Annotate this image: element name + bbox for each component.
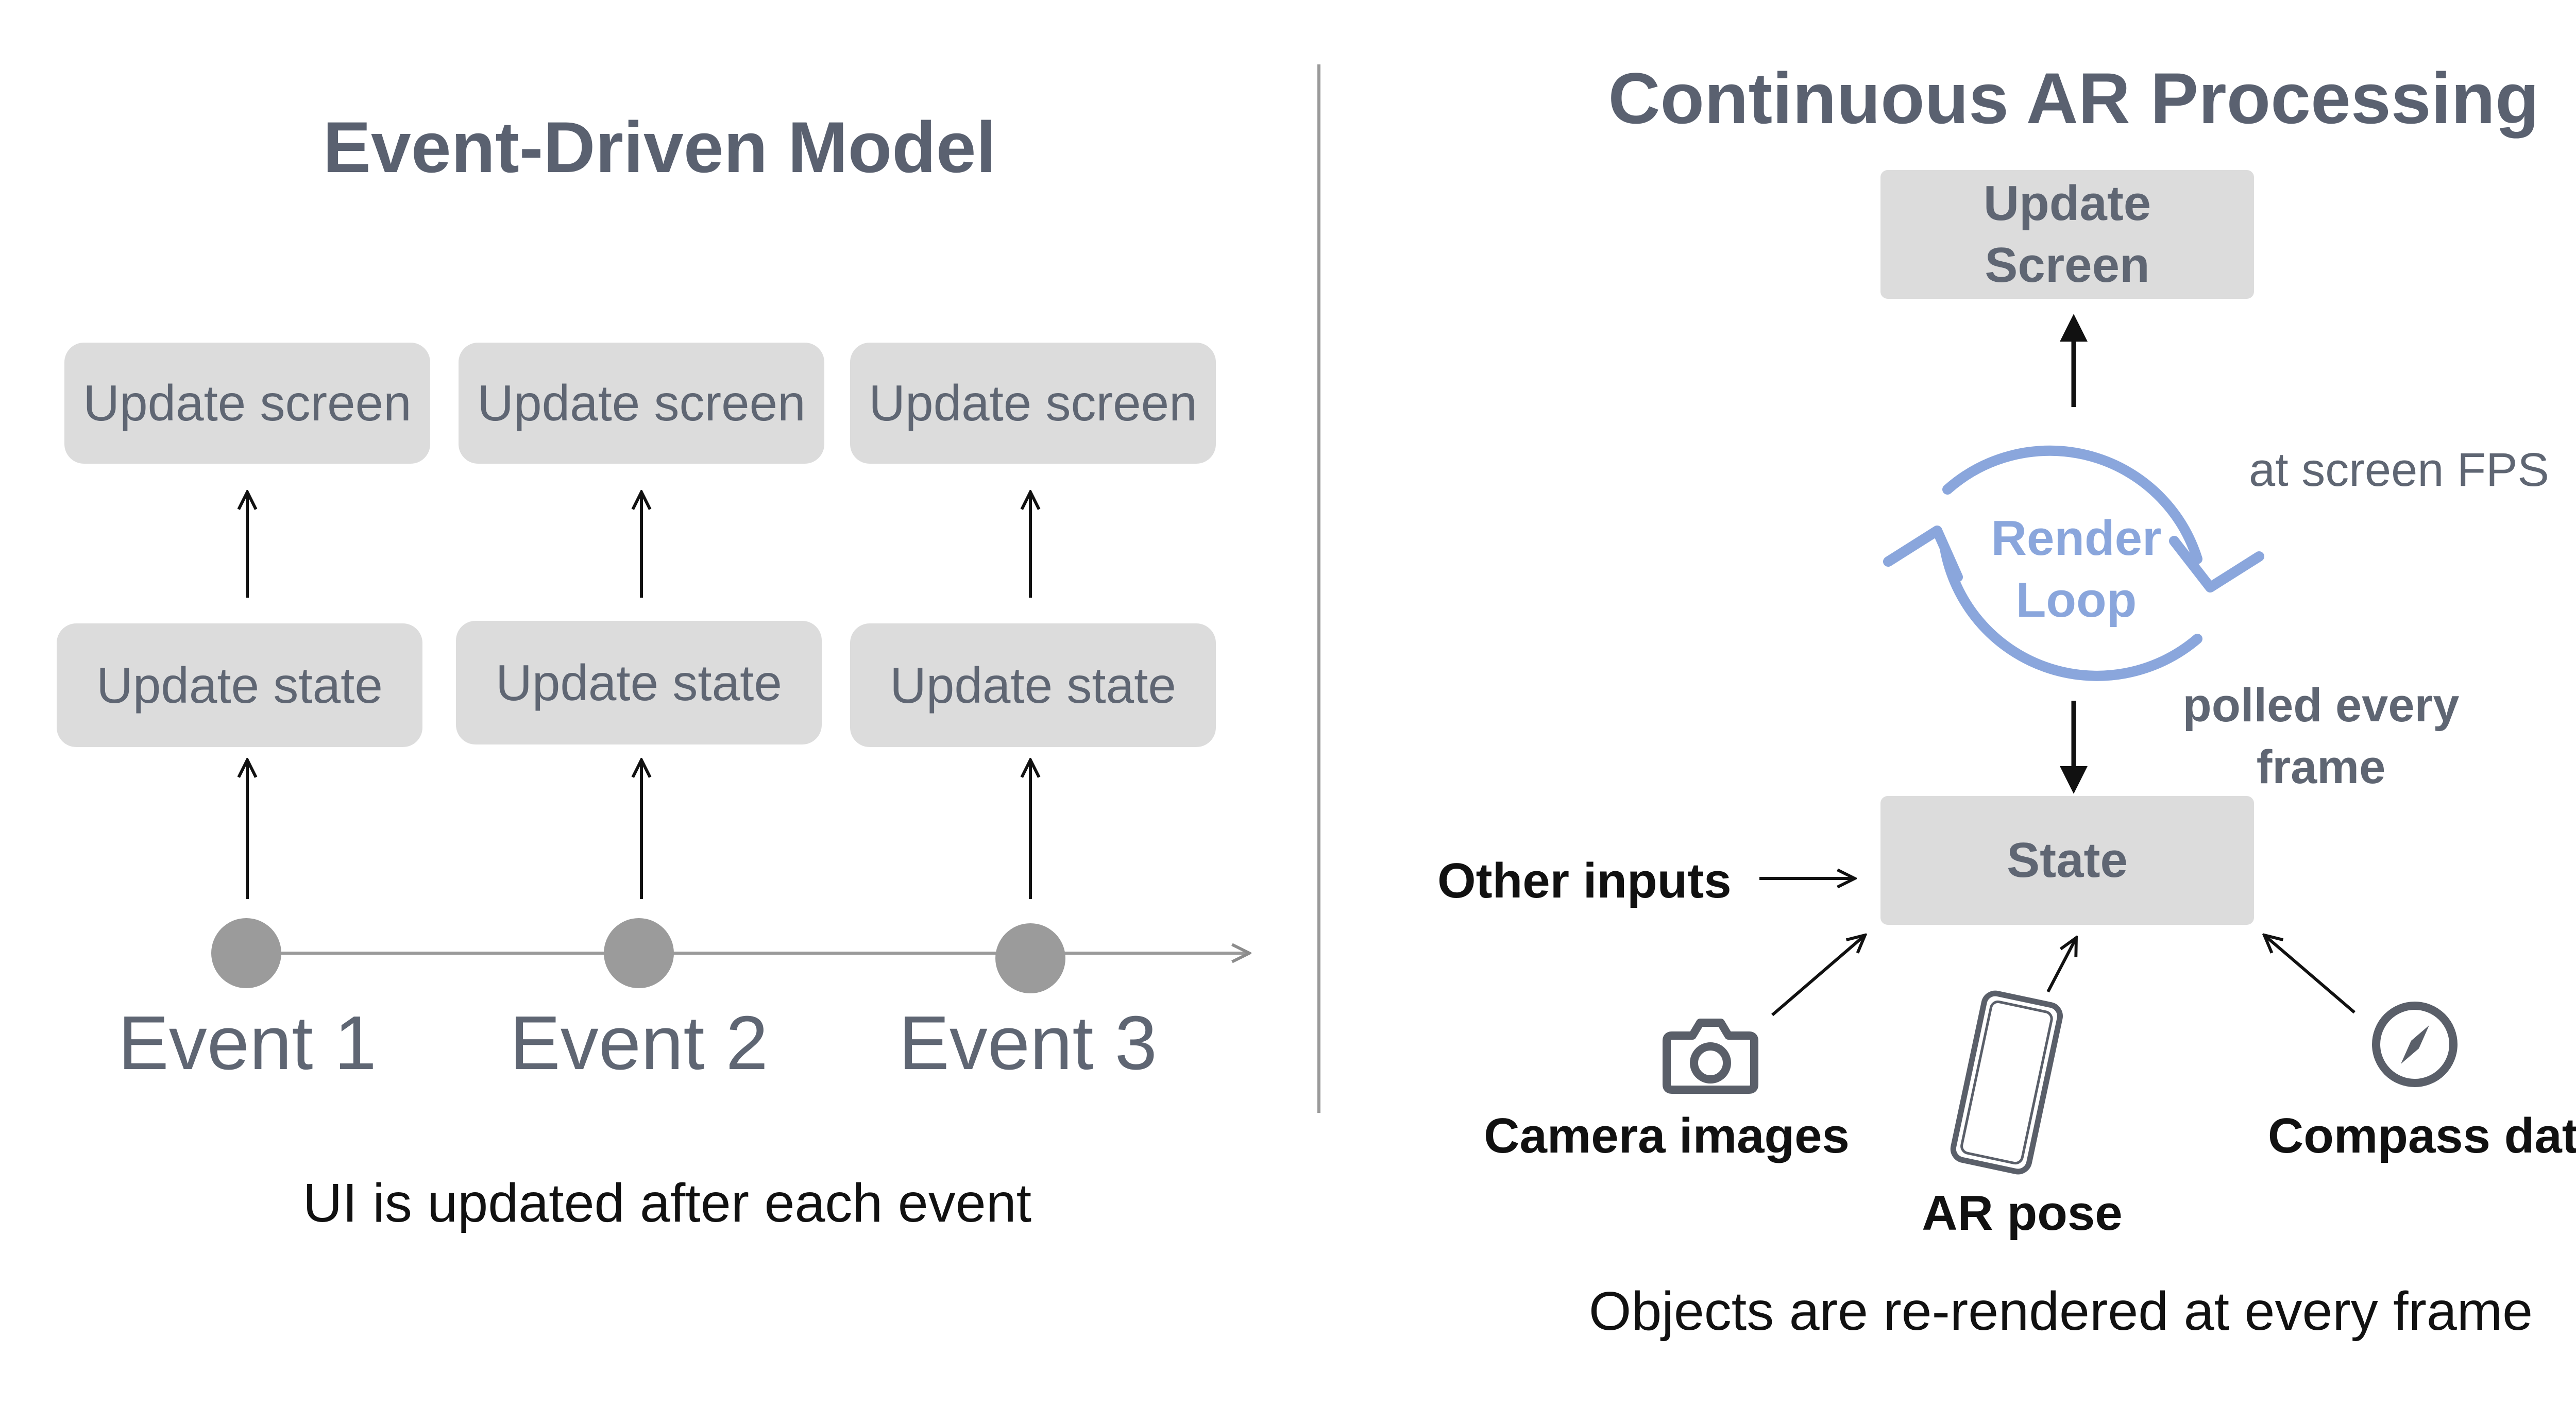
update-screen-box: Update Screen <box>1880 170 2254 299</box>
event-driven-title: Event-Driven Model <box>323 107 996 188</box>
update-screen-box-3: Update screen <box>850 343 1216 464</box>
event-dot-1 <box>211 918 281 988</box>
left-caption: UI is updated after each event <box>302 1173 1032 1233</box>
phone-icon <box>1935 989 2074 1175</box>
render-loop-arrowhead-right <box>2169 536 2264 593</box>
fps-label: at screen FPS <box>2249 444 2549 496</box>
event-label-1: Event 1 <box>118 1001 377 1086</box>
right-caption: Objects are re-rendered at every frame <box>1588 1281 2533 1342</box>
update-state-box-1: Update state <box>57 623 422 747</box>
render-loop-arc-right <box>1942 445 2202 564</box>
event-dot-3 <box>995 923 1065 993</box>
render-loop-arc-left <box>1940 544 2202 681</box>
other-inputs-label: Other inputs <box>1437 853 1732 908</box>
render-loop-label: Render Loop <box>1991 511 2162 628</box>
render-loop-arrowhead-left <box>1883 526 1963 582</box>
polled-label: polled every frame <box>2182 679 2460 793</box>
camera-images-label: Camera images <box>1484 1108 1850 1163</box>
event-dot-2 <box>604 918 674 988</box>
camera-icon <box>1662 1012 1759 1097</box>
compass-icon <box>2370 1000 2460 1090</box>
update-screen-box-2: Update screen <box>459 343 824 464</box>
arrow-camera <box>1771 935 1865 1017</box>
update-state-box-3: Update state <box>850 623 1216 747</box>
event-label-3: Event 3 <box>899 1001 1157 1086</box>
ar-pose-label: AR pose <box>1922 1186 2123 1241</box>
compass-data-label: Compass data <box>2267 1108 2576 1163</box>
update-screen-box-1: Update screen <box>64 343 430 464</box>
arrow-compass <box>2264 935 2355 1014</box>
state-box: State <box>1880 796 2254 925</box>
event-label-2: Event 2 <box>510 1001 768 1086</box>
arrow-pose <box>2046 938 2076 993</box>
update-state-box-2: Update state <box>456 621 822 744</box>
continuous-ar-title: Continuous AR Processing <box>1608 58 2539 139</box>
